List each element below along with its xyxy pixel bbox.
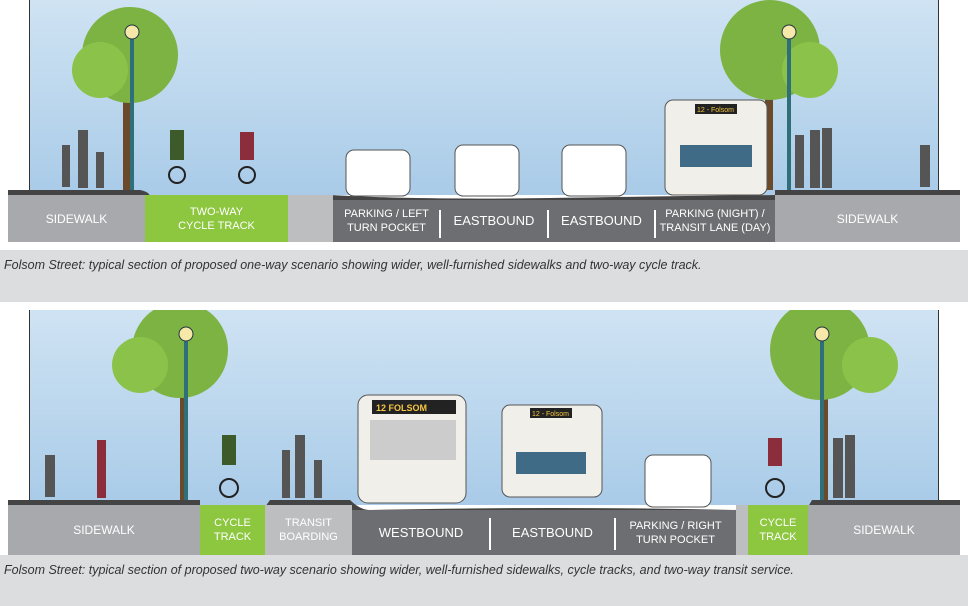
- streetlight-icon: [814, 326, 830, 500]
- cycle-track-label: TWO-WAY CYCLE TRACK: [145, 195, 288, 242]
- lane-label-eastbound: EASTBOUND: [561, 213, 642, 228]
- cyclist-icon: [168, 130, 256, 184]
- bus-destination-sign: 12 - Folsom: [532, 411, 569, 418]
- section-one-way: 12 - Folsom SIDEWALK TWO-WAY CYCLE TRACK…: [0, 0, 968, 302]
- car-icon: [644, 454, 712, 508]
- building-left: [0, 0, 30, 190]
- building-right: [938, 0, 968, 190]
- sidewalk-left-label: SIDEWALK: [8, 505, 200, 555]
- cycle-track-right-label: CYCLE TRACK: [748, 505, 808, 555]
- lane-divider: [654, 210, 656, 238]
- lane-label-eastbound: EASTBOUND: [453, 213, 535, 228]
- street-illustration: 12 FOLSOM 12 - Folsom: [8, 310, 960, 510]
- bus-destination-sign: 12 FOLSOM: [376, 403, 427, 413]
- caption: Folsom Street: typical section of propos…: [0, 555, 968, 606]
- buffer: [288, 195, 333, 242]
- lane-label-westbound: WESTBOUND: [378, 524, 464, 540]
- streetlight-icon: [178, 326, 194, 500]
- bus-icon: 12 - Folsom: [501, 404, 603, 498]
- caption: Folsom Street: typical section of propos…: [0, 250, 968, 302]
- road: [352, 510, 736, 555]
- cyclist-icon: [219, 435, 785, 498]
- buffer: [736, 505, 748, 555]
- streetlight-icon: [781, 24, 797, 190]
- section-two-way: 12 FOLSOM 12 - Folsom SIDEWALK CYCLE TRA…: [0, 310, 968, 606]
- sidewalk-right-label: SIDEWALK: [775, 195, 960, 242]
- tree-icon: [112, 310, 228, 500]
- lane-divider: [614, 518, 616, 550]
- car-icon: [345, 144, 627, 197]
- streetlight-icon: [124, 24, 140, 190]
- lane-divider: [439, 210, 441, 238]
- road: [333, 200, 775, 242]
- lane-divider: [489, 518, 491, 550]
- lane-label-parking-right: PARKING / RIGHT TURN POCKET: [629, 519, 722, 546]
- building-right: [938, 310, 968, 500]
- building-left: [0, 310, 30, 500]
- bus-icon: 12 FOLSOM: [357, 394, 467, 504]
- pedestrians-icon: [62, 128, 930, 188]
- street-illustration: 12 - Folsom: [8, 0, 960, 200]
- lane-divider: [547, 210, 549, 238]
- lane-label-transit: PARKING (NIGHT) / TRANSIT LANE (DAY): [659, 208, 771, 234]
- sidewalk-right-label: SIDEWALK: [808, 505, 960, 555]
- bus-icon: 12 - Folsom: [664, 99, 768, 196]
- cycle-track-left-label: CYCLE TRACK: [200, 505, 265, 555]
- lane-label-eastbound: EASTBOUND: [512, 524, 593, 540]
- sidewalk-left-label: SIDEWALK: [8, 195, 145, 242]
- pedestrians-icon: [45, 435, 855, 498]
- tree-icon: [720, 0, 838, 190]
- transit-boarding-label: TRANSIT BOARDING: [265, 505, 352, 555]
- bus-destination-sign: 12 - Folsom: [697, 107, 734, 114]
- lane-label-parking-left: PARKING / LEFT TURN POCKET: [344, 208, 429, 234]
